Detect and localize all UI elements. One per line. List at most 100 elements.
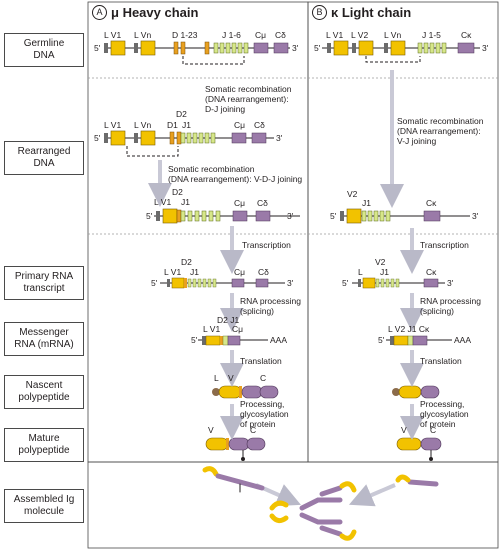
- heavy-dj-five: 5': [94, 133, 101, 143]
- heavy-rna-three: 3': [287, 278, 294, 288]
- heavy-note-processing: RNA processing (splicing): [240, 296, 301, 316]
- heavy-dj-d2: D2: [176, 109, 187, 119]
- light-vj-dna: [340, 208, 470, 224]
- light-vj-three: 3': [472, 211, 479, 221]
- heavy-rna-j1: J1: [190, 267, 199, 277]
- panel-letter-a: A: [92, 5, 107, 20]
- flow-arrows: [148, 70, 424, 507]
- heavy-g-cdelta: Cδ: [275, 30, 286, 40]
- heavy-germline-dna: [104, 40, 290, 65]
- heavy-nascent-c: C: [260, 373, 267, 383]
- heavy-g-cmu: Cμ: [255, 30, 267, 40]
- heavy-vdj-five: 5': [146, 211, 153, 221]
- heavy-note-glyco: Processing, glycosylation of protein: [240, 399, 289, 429]
- light-mrna: [386, 335, 452, 346]
- heavy-note-translation: Translation: [240, 356, 282, 366]
- stage-mrna: Messenger RNA (mRNA): [4, 322, 84, 356]
- stage-mature-polypeptide: Mature polypeptide: [4, 428, 84, 462]
- heavy-g-d: D 1-23: [172, 30, 198, 40]
- heavy-dj-three: 3': [276, 133, 283, 143]
- light-primary-rna: [352, 277, 445, 289]
- light-note-processing: RNA processing (splicing): [420, 296, 481, 316]
- heavy-chain-title: μ Heavy chain: [111, 5, 199, 20]
- heavy-primary-rna: [160, 277, 285, 289]
- light-mrna-aaa: AAA: [454, 335, 472, 345]
- heavy-g-three: 3': [292, 43, 299, 53]
- light-vj-ck: Cκ: [426, 198, 437, 208]
- light-note-glyco: Processing, glycosylation of protein: [420, 399, 469, 429]
- stage-germline-dna: Germline DNA: [4, 33, 84, 67]
- heavy-g-lv1: L V1: [104, 30, 122, 40]
- heavy-mature-polypeptide: [205, 437, 266, 461]
- heavy-mrna: [198, 335, 268, 346]
- heavy-note-dj: Somatic recombination (DNA rearrangement…: [205, 84, 292, 114]
- heavy-dj-d1: D1: [167, 120, 178, 130]
- heavy-dj-lv1: L V1: [104, 120, 122, 130]
- light-nascent-polypeptide: [392, 385, 440, 399]
- heavy-mrna-lv1: L V1: [203, 324, 221, 334]
- stage-primary-rna: Primary RNA transcript: [4, 266, 84, 300]
- light-mature-v: V: [401, 425, 407, 435]
- light-chain-heading: B κ Light chain: [312, 5, 411, 20]
- heavy-rna-cmu: Cμ: [234, 267, 246, 277]
- heavy-chain-heading: A μ Heavy chain: [92, 5, 198, 20]
- heavy-dj-cmu: Cμ: [234, 120, 246, 130]
- light-rna-j1: J1: [380, 267, 389, 277]
- light-rna-ck: Cκ: [426, 267, 437, 277]
- heavy-dj-j1: J1: [182, 120, 191, 130]
- stage-rearranged-dna: Rearranged DNA: [4, 141, 84, 175]
- light-note-translation: Translation: [420, 356, 462, 366]
- stage-nascent-polypeptide: Nascent polypeptide: [4, 375, 84, 409]
- heavy-vdj-lv1: L V1: [154, 197, 172, 207]
- heavy-rna-lv1: L V1: [164, 267, 182, 277]
- assembled-ig-molecule: [202, 466, 439, 541]
- stage-assembled-ig: Assembled Ig molecule: [4, 489, 84, 523]
- heavy-nascent-v: V: [228, 373, 234, 383]
- panel-letter-b: B: [312, 5, 327, 20]
- heavy-mrna-cmu: Cμ: [232, 324, 244, 334]
- heavy-mrna-aaa: AAA: [270, 335, 288, 345]
- light-vj-five: 5': [330, 211, 337, 221]
- heavy-note-vdj: Somatic recombination (DNA rearrangement…: [168, 164, 303, 184]
- heavy-g-lvn: L Vn: [134, 30, 152, 40]
- assembly-panel-border: [87, 461, 499, 549]
- light-rna-three: 3': [447, 278, 454, 288]
- light-note-transcription: Transcription: [420, 240, 469, 250]
- heavy-rna-cdelta: Cδ: [258, 267, 269, 277]
- heavy-dj-lvn: L Vn: [134, 120, 152, 130]
- light-mrna-lv2j1ck: L V2 J1 Cκ: [388, 324, 430, 334]
- light-note-vj: Somatic recombination (DNA rearrangement…: [397, 116, 484, 146]
- heavy-rna-d2: D2: [181, 257, 192, 267]
- light-g-lv2: L V2: [351, 30, 369, 40]
- heavy-mature-c: C: [250, 425, 257, 435]
- heavy-vdj-cmu: Cμ: [234, 198, 246, 208]
- light-vj-j1: J1: [362, 198, 371, 208]
- light-g-three: 3': [482, 43, 489, 53]
- heavy-rna-five: 5': [151, 278, 158, 288]
- light-g-lvn: L Vn: [384, 30, 402, 40]
- heavy-dj-cdelta: Cδ: [254, 120, 265, 130]
- light-rna-v2: V2: [375, 257, 386, 267]
- light-g-ck: Cκ: [461, 30, 472, 40]
- light-g-j: J 1-5: [422, 30, 441, 40]
- light-rna-l: L: [358, 267, 363, 277]
- light-mature-c: C: [430, 425, 437, 435]
- light-g-five: 5': [314, 43, 321, 53]
- light-g-lv1: L V1: [326, 30, 344, 40]
- light-vj-v2: V2: [347, 189, 358, 199]
- heavy-note-transcription: Transcription: [242, 240, 291, 250]
- light-rna-five: 5': [342, 278, 349, 288]
- light-mrna-five: 5': [378, 335, 385, 345]
- heavy-vdj-j1: J1: [181, 197, 190, 207]
- heavy-g-five: 5': [94, 43, 101, 53]
- heavy-vdj-three: 3': [287, 211, 294, 221]
- heavy-g-j: J 1-6: [222, 30, 241, 40]
- heavy-nascent-l: L: [214, 373, 219, 383]
- light-chain-title: κ Light chain: [331, 5, 412, 20]
- heavy-dj-dna: [104, 130, 274, 157]
- heavy-nascent-polypeptide: [212, 385, 279, 399]
- heavy-mature-v: V: [208, 425, 214, 435]
- heavy-mrna-d2j1: D2 J1: [217, 315, 240, 325]
